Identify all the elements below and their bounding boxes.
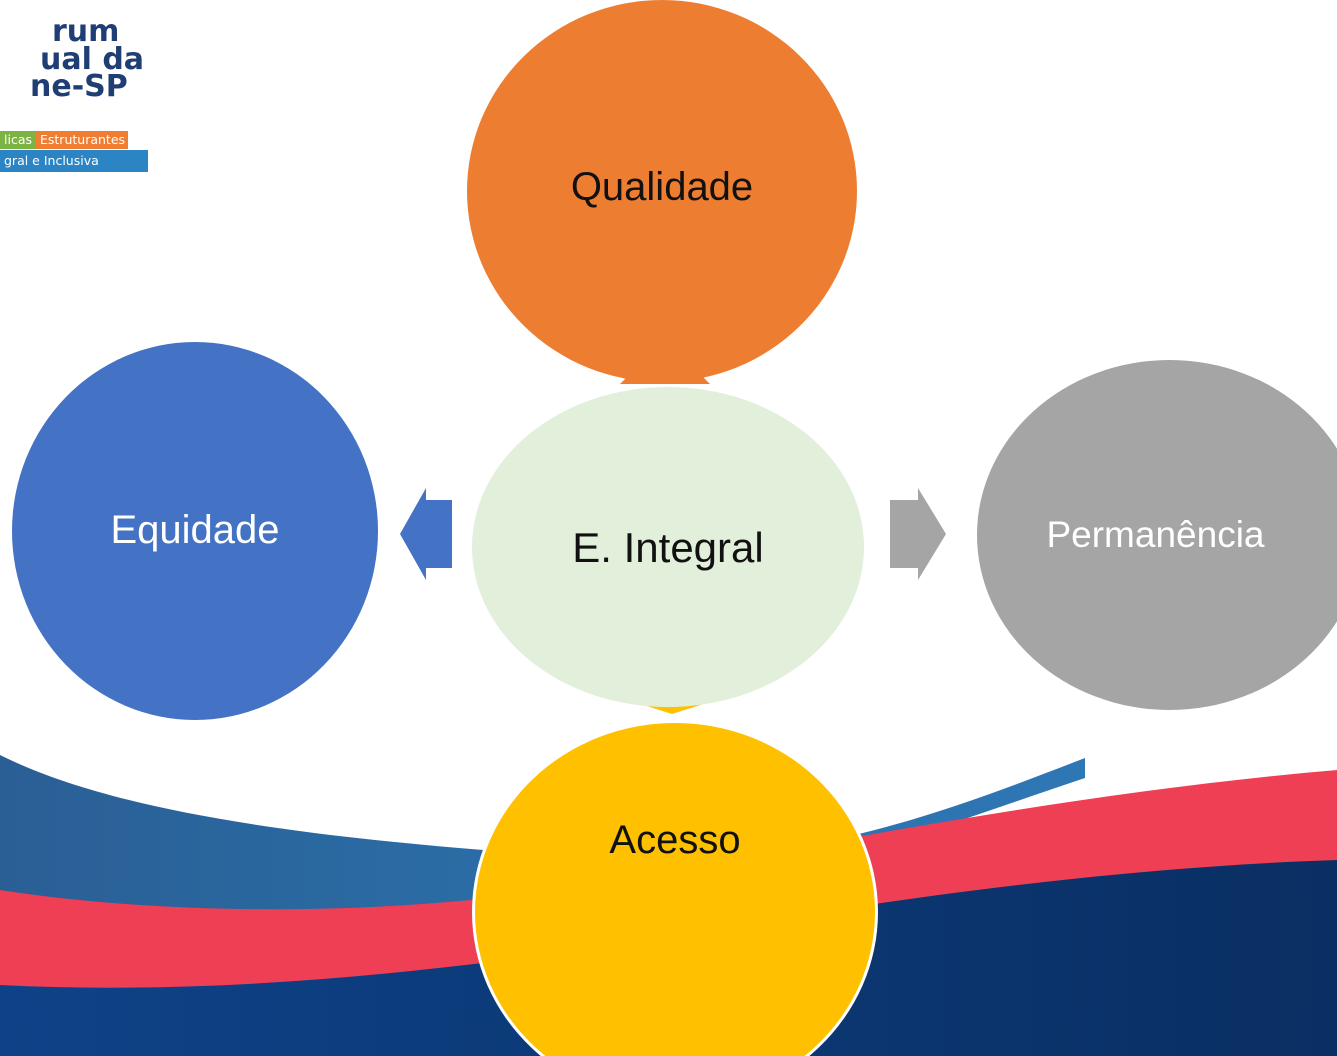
node-center-integral: E. Integral — [472, 387, 864, 707]
arrow-left-icon — [400, 488, 452, 580]
node-qualidade-label: Qualidade — [570, 164, 754, 209]
logo-text-line1: rum — [52, 14, 120, 49]
node-permanencia-label: Permanência — [1046, 514, 1265, 555]
node-equidade-label: Equidade — [110, 507, 280, 552]
node-equidade: Equidade — [12, 342, 378, 720]
logo-tagline-segment-a: licas — [0, 131, 36, 149]
logo: rum ual da ne-SP licas Estruturantes gra… — [0, 0, 160, 180]
node-qualidade: Qualidade — [467, 0, 857, 382]
logo-tagline-segment-b: Estruturantes — [36, 131, 129, 149]
node-permanencia: Permanência — [977, 360, 1337, 710]
logo-text-line2: ual da — [40, 42, 145, 77]
logo-text-line3: ne-SP — [30, 69, 128, 104]
logo-tagline-top: licas Estruturantes — [0, 131, 129, 149]
arrow-right-icon — [890, 488, 946, 580]
node-acesso: Acesso — [472, 720, 878, 1056]
logo-tagline-bottom: gral e Inclusiva — [0, 150, 148, 172]
node-acesso-label: Acesso — [609, 817, 741, 862]
node-center-label: E. Integral — [572, 524, 764, 571]
